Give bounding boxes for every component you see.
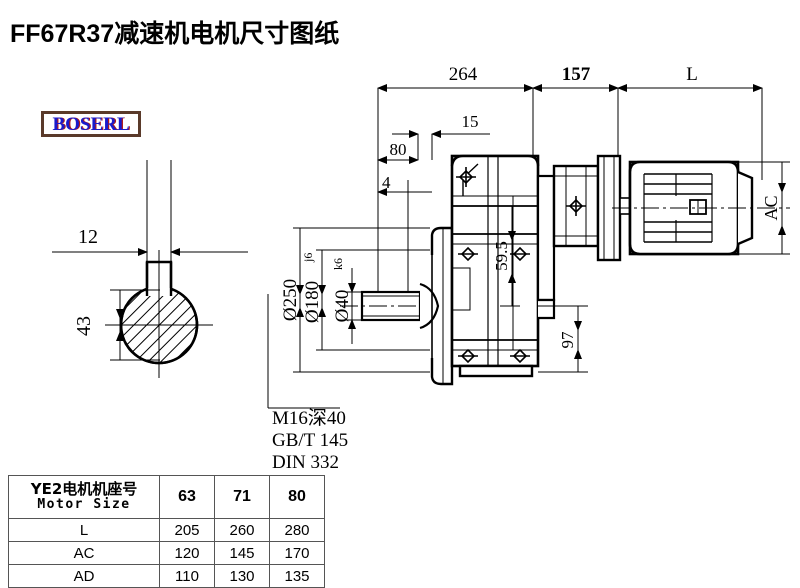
row-label-AD: AD — [8, 564, 160, 588]
note-leader — [267, 294, 340, 409]
row-AC-value-71: 145 — [214, 541, 270, 565]
dim-15: 15 — [462, 112, 479, 131]
table-row: AD 110 130 135 — [8, 564, 325, 588]
ac-dimension — [738, 161, 790, 255]
table-header-label-en: Motor Size — [37, 497, 131, 513]
row-AD-value-71: 130 — [214, 564, 270, 588]
dim-L: L — [686, 64, 698, 85]
brand-logo: BOSERL — [41, 111, 141, 137]
dim-diameter-40-fit: k6 — [331, 258, 345, 270]
row-AC-value-63: 120 — [159, 541, 215, 565]
dim-AC: AC — [761, 195, 781, 220]
gearbox-assembly — [340, 154, 790, 386]
table-header-size-63: 63 — [159, 475, 215, 519]
motor-size-table: YE2电机机座号 Motor Size 63 71 80 L 205 260 2… — [8, 475, 325, 588]
row-L-value-80: 280 — [269, 518, 325, 542]
dim-59-5: 59.5 — [492, 241, 511, 271]
table-header-size-80: 80 — [269, 475, 325, 519]
inner-vertical-dimensions — [500, 205, 588, 373]
table-header-label-cn: YE2电机机座号 — [30, 480, 138, 499]
note-standard-gb: GB/T 145 — [272, 430, 348, 451]
top-dimension-chain — [377, 84, 763, 300]
note-standard-din: DIN 332 — [272, 452, 339, 473]
page-title: FF67R37减速机电机尺寸图纸 — [10, 20, 340, 48]
table-header-label: YE2电机机座号 Motor Size — [8, 475, 160, 519]
dim-diameter-180-fit: j6 — [301, 253, 315, 263]
table-row: L 205 260 280 — [8, 518, 325, 542]
shaft-cross-section — [52, 160, 248, 378]
row-label-AC: AC — [8, 541, 160, 565]
table-header-row: YE2电机机座号 Motor Size 63 71 80 — [8, 475, 325, 519]
dim-157: 157 — [562, 64, 591, 85]
row-L-value-71: 260 — [214, 518, 270, 542]
dim-key-43: 43 — [73, 316, 95, 336]
row-L-value-63: 205 — [159, 518, 215, 542]
brand-logo-text: BOSERL — [52, 113, 130, 135]
dim-80: 80 — [390, 140, 407, 159]
row-AD-value-63: 110 — [159, 564, 215, 588]
row-label-L: L — [8, 518, 160, 542]
dim-97: 97 — [558, 331, 577, 349]
dim-key-12: 12 — [78, 226, 98, 248]
dim-4: 4 — [382, 173, 391, 192]
table-header-size-71: 71 — [214, 475, 270, 519]
table-row: AC 120 145 170 — [8, 541, 325, 565]
row-AC-value-80: 170 — [269, 541, 325, 565]
dim-diameter-250: Ø250 — [280, 279, 301, 321]
dim-264: 264 — [449, 64, 478, 85]
dim-diameter-40: Ø40 — [332, 290, 353, 323]
note-thread-spec: M16深40 — [272, 407, 346, 429]
dim-diameter-180: Ø180 — [302, 281, 323, 323]
row-AD-value-80: 135 — [269, 564, 325, 588]
